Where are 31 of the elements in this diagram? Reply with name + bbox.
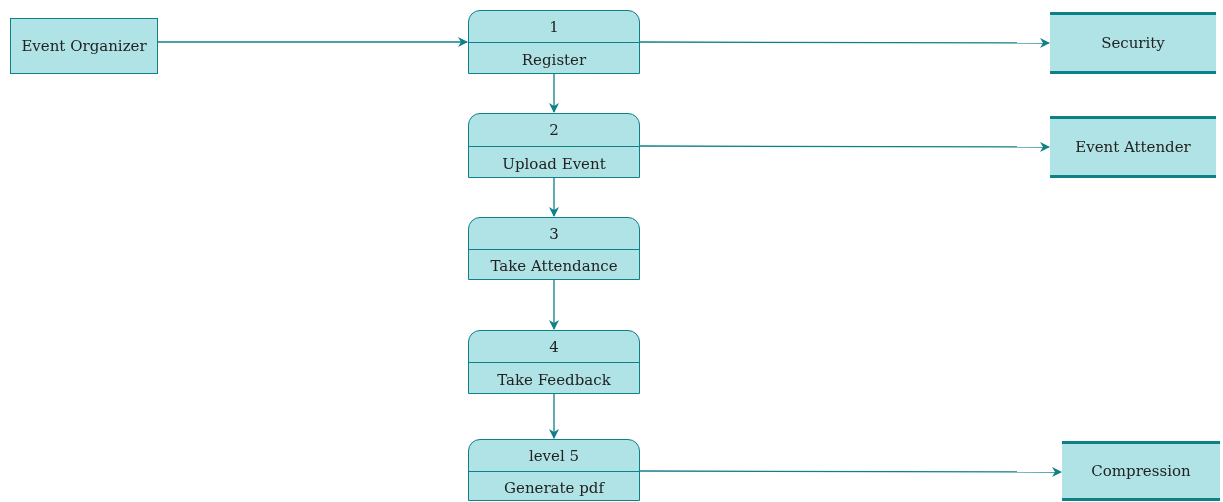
process-number: level 5	[528, 446, 580, 465]
arrow	[639, 38, 1050, 48]
arrow	[639, 142, 1050, 152]
external-entity-box	[10, 18, 158, 74]
node-label: Event Organizer	[21, 37, 147, 55]
arrow	[549, 73, 559, 113]
process-number: 2	[549, 121, 559, 139]
arrow	[549, 393, 559, 439]
process-number: 4	[549, 337, 559, 356]
process-box	[468, 10, 640, 74]
arrow	[639, 467, 1062, 477]
process-number: 1	[549, 17, 559, 36]
data-store	[1062, 441, 1220, 501]
process-box	[468, 113, 640, 178]
process-label: Upload Event	[502, 153, 606, 173]
node-label: Security	[1101, 34, 1165, 52]
process-box	[468, 330, 640, 394]
process-label: Take Attendance	[490, 256, 618, 275]
process-box	[468, 439, 640, 501]
arrow	[549, 279, 559, 330]
arrow	[549, 177, 559, 217]
arrow	[157, 37, 468, 47]
data-store	[1050, 116, 1216, 178]
process-label: Take Feedback	[497, 369, 611, 389]
process-number: 3	[549, 224, 559, 243]
node-label: Event Attender	[1075, 138, 1191, 156]
process-label: Generate pdf	[504, 477, 604, 497]
data-store	[1050, 12, 1216, 74]
node-label: Compression	[1091, 462, 1191, 480]
process-label: Register	[521, 49, 587, 69]
process-box	[468, 217, 640, 280]
